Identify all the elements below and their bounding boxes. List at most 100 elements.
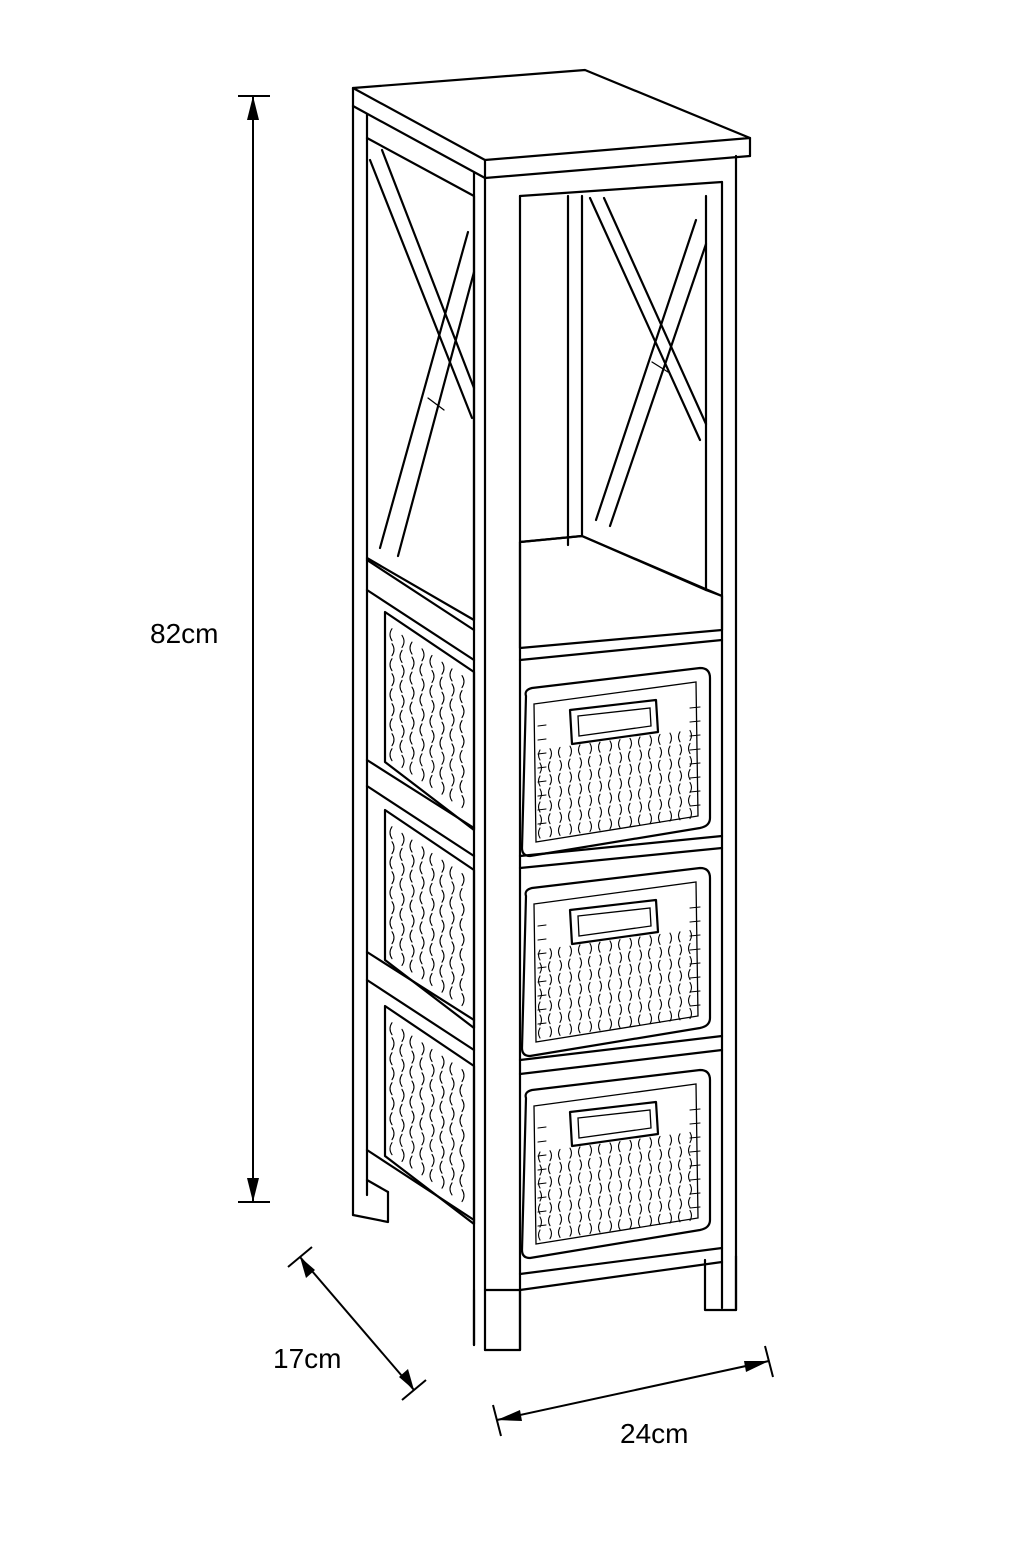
weave-stroke	[421, 738, 425, 752]
weave-stroke	[607, 1207, 611, 1219]
weave-stroke	[609, 1142, 613, 1154]
weave-stroke	[559, 959, 563, 971]
weave-stroke	[451, 1137, 455, 1151]
weave-stroke	[689, 920, 701, 923]
weave-stroke	[569, 1199, 573, 1211]
weave-stroke	[667, 1147, 671, 1159]
weave-stroke	[569, 945, 573, 957]
weave-stroke	[667, 745, 671, 757]
weave-stroke	[607, 753, 611, 765]
weave-stroke	[399, 739, 403, 753]
weave-stroke	[689, 1164, 701, 1167]
weave-stroke	[689, 962, 701, 965]
weave-stroke	[687, 1144, 691, 1157]
weave-stroke	[421, 936, 425, 950]
weave-stroke	[559, 1213, 563, 1225]
weave-stroke	[577, 822, 581, 834]
weave-stroke	[599, 980, 603, 992]
weave-stroke	[389, 946, 393, 960]
drawer-weave	[537, 1108, 701, 1241]
drawer-rim	[533, 881, 699, 1043]
weave-stroke	[689, 706, 701, 709]
weave-stroke	[559, 811, 563, 823]
weave-stroke	[421, 966, 425, 980]
weave-stroke	[607, 1155, 611, 1167]
weave-stroke	[619, 1180, 623, 1192]
weave-stroke	[689, 1206, 701, 1209]
weave-stroke	[431, 699, 435, 714]
weave-stroke	[649, 813, 653, 825]
weave-stroke	[587, 1183, 591, 1196]
weave-stroke	[429, 774, 433, 789]
weave-stroke	[547, 761, 551, 773]
drawer-rim	[533, 1083, 699, 1245]
weave-stroke	[409, 641, 413, 655]
weave-stroke	[679, 970, 683, 982]
weave-stroke	[577, 1198, 581, 1210]
weave-stroke	[597, 1143, 601, 1155]
weave-stroke	[451, 743, 455, 757]
weave-stroke	[549, 1202, 553, 1214]
side-basket-outline	[383, 610, 476, 832]
weave-stroke	[649, 987, 653, 999]
weave-stroke	[629, 989, 633, 1001]
weave-stroke	[649, 1013, 653, 1025]
weave-stroke	[391, 733, 395, 747]
weave-stroke	[669, 932, 673, 944]
weave-stroke	[609, 792, 613, 804]
weave-stroke	[589, 742, 593, 755]
weave-stroke	[451, 1107, 455, 1121]
weave-stroke	[579, 957, 583, 969]
weave-stroke	[639, 975, 643, 987]
drawer-1[interactable]	[520, 666, 712, 858]
side-basket-1	[383, 610, 476, 832]
drawer-2[interactable]	[520, 866, 712, 1058]
weave-stroke	[401, 724, 405, 738]
weave-stroke	[409, 701, 413, 715]
weave-stroke	[609, 1194, 613, 1206]
weave-stroke	[659, 1148, 663, 1160]
weave-stroke	[667, 1173, 671, 1185]
weave-stroke	[439, 1130, 443, 1144]
weave-stroke	[577, 770, 581, 782]
weave-stroke	[607, 979, 611, 991]
weave-stroke	[669, 1134, 673, 1146]
weave-stroke	[439, 1160, 443, 1174]
weave-stroke	[409, 1065, 413, 1079]
weave-stroke	[461, 903, 465, 917]
weave-stroke	[567, 984, 571, 996]
weave-stroke	[649, 1137, 653, 1149]
weave-stroke	[389, 1052, 393, 1066]
weave-stroke	[679, 944, 683, 956]
weave-stroke	[549, 1000, 553, 1012]
weave-stroke	[567, 958, 571, 970]
weave-stroke	[537, 1196, 547, 1199]
weave-stroke	[409, 899, 413, 913]
weave-stroke	[627, 1002, 631, 1014]
weave-stroke	[647, 1150, 651, 1162]
weave-stroke	[461, 735, 465, 749]
weave-stroke	[619, 778, 623, 790]
drawer-3[interactable]	[520, 1068, 712, 1260]
weave-stroke	[559, 985, 563, 997]
weave-stroke	[537, 780, 547, 783]
weave-stroke	[537, 1151, 541, 1163]
weave-stroke	[419, 921, 423, 935]
weave-stroke	[589, 820, 593, 833]
weave-stroke	[619, 1004, 623, 1016]
weave-stroke	[537, 1001, 541, 1013]
weave-stroke	[429, 852, 433, 867]
weave-stroke	[579, 783, 583, 795]
weave-stroke	[411, 1080, 415, 1094]
weave-stroke	[689, 762, 701, 765]
weave-stroke	[537, 775, 541, 787]
weave-stroke	[647, 748, 651, 760]
weave-stroke	[577, 970, 581, 982]
weave-stroke	[399, 679, 403, 693]
weave-stroke	[439, 676, 443, 690]
weave-stroke	[547, 1215, 551, 1227]
weave-stroke	[679, 1172, 683, 1184]
weave-stroke	[567, 810, 571, 822]
